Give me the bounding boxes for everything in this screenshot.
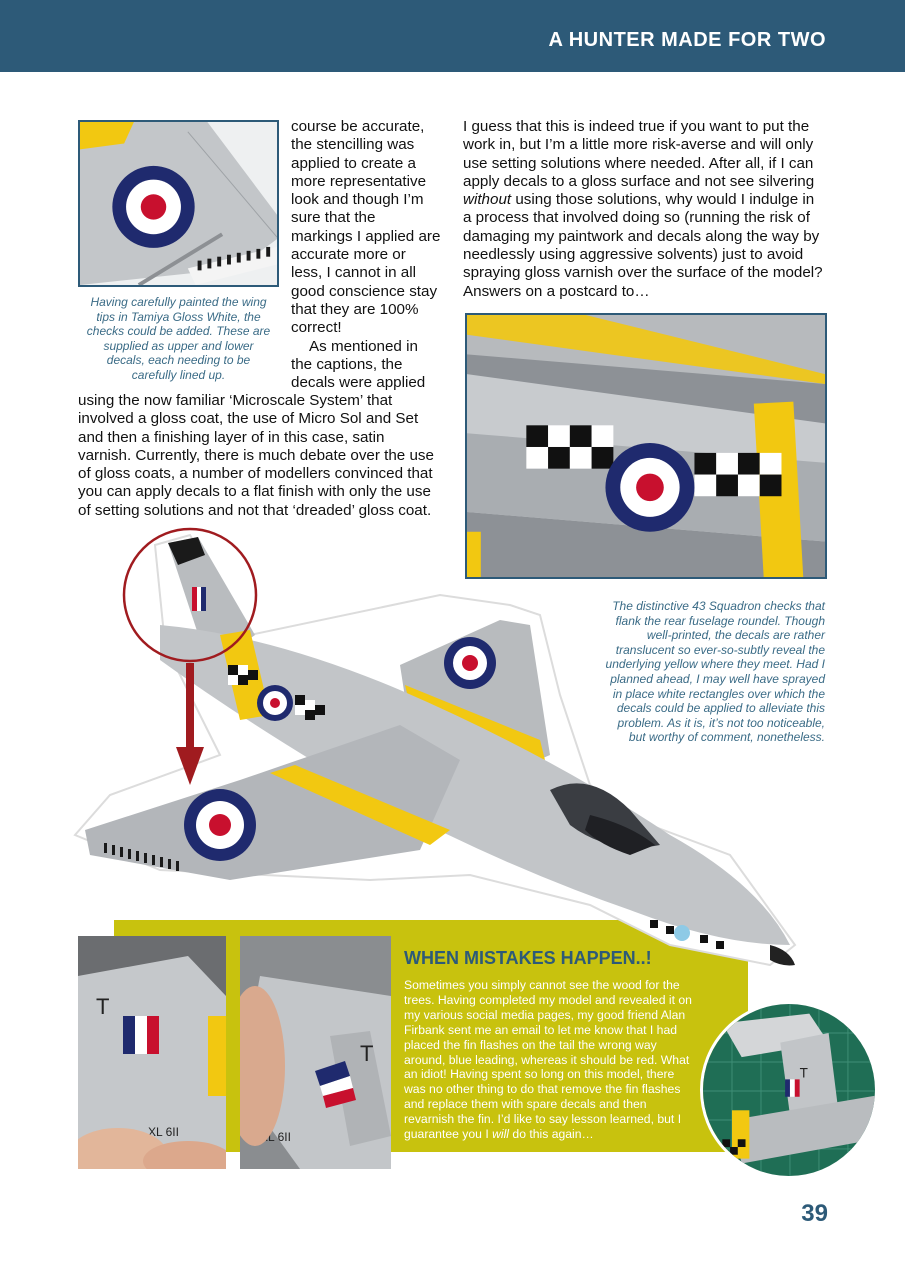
caption-line: planned ahead, I may well have sprayed (610, 671, 825, 686)
page-header-title: A HUNTER MADE FOR TWO (548, 29, 826, 51)
body-line-rest: using those solutions, why would I indul… (511, 191, 815, 209)
caption-line: decals, each needing to be (106, 353, 251, 368)
caption-line: decals could be applied to alleviate thi… (616, 701, 825, 716)
tail-letter: T (96, 994, 109, 1019)
caption-line: underlying yellow where they meet. Had I (605, 657, 825, 672)
mistakes-sidebar-title: WHEN MISTAKES HAPPEN..! (404, 948, 652, 968)
serial-number: XL 6II (148, 1125, 179, 1139)
body-line: the stencilling was (291, 136, 415, 154)
sidebar-line: Firbank sent me an email to let me know … (404, 1022, 677, 1037)
body-line: As mentioned in (309, 337, 418, 355)
caption-line: well-printed, the decals are rather (646, 628, 825, 643)
body-narrow-column: course be accurate, the stencilling was … (291, 118, 456, 392)
sidebar-line: was no other thing to do that remove the… (404, 1082, 681, 1097)
caption-line: flank the rear fuselage roundel. Though (615, 613, 825, 628)
caption-line: problem. As it is, it’s not too noticeab… (617, 715, 825, 730)
body-wide-column: using the now familiar ‘Microscale Syste… (78, 392, 453, 520)
body-line: accurate more or (291, 246, 406, 264)
body-line: using the now familiar ‘Microscale Syste… (78, 392, 393, 409)
caption-line: carefully lined up. (131, 367, 226, 382)
body-line: course be accurate, (291, 118, 425, 135)
body-line: varnish. Currently, there is much debate… (78, 446, 434, 464)
body-line: decals were applied (291, 374, 426, 392)
body-line: markings I applied are (291, 227, 441, 245)
sidebar-line: Sometimes you simply cannot see the wood… (404, 978, 680, 992)
body-line: damaging my paintwork and decals along t… (463, 227, 820, 245)
body-right-column: I guess that this is indeed true if you … (463, 118, 833, 301)
body-line: the captions, the (291, 355, 403, 373)
body-line: correct! (291, 319, 342, 337)
mistakes-sidebar-body: Sometimes you simply cannot see the wood… (404, 978, 702, 1142)
body-line: look and though I’m (291, 191, 424, 209)
caption-line: supplied as upper and lower (103, 338, 254, 353)
body-line: sure that the (291, 209, 376, 227)
emphasis-without: without (463, 191, 512, 209)
body-line: good conscience stay (291, 282, 438, 300)
fuselage-caption: The distinctive 43 Squadron checks that … (595, 599, 825, 745)
wingtip-caption: Having carefully painted the wing tips i… (78, 295, 279, 383)
caption-line: Having carefully painted the wing (90, 295, 267, 309)
sidebar-line: and replace them with spare decals and t… (404, 1097, 647, 1112)
sidebar-line: around, blue leading, whereas it should … (404, 1052, 690, 1067)
caption-line: in place white rectangles over which the (612, 686, 825, 701)
page-number: 39 (801, 1200, 828, 1227)
body-line: needlessly using aggressive solvents) ju… (463, 246, 804, 264)
body-line: less, I cannot in all (291, 264, 416, 282)
body-line: applied to create a (291, 154, 416, 172)
body-line: involved a gloss coat, the use of Micro … (78, 410, 419, 428)
tail-closeup-photo-a: T XL 6II (78, 936, 226, 1169)
checks-right (694, 452, 782, 497)
sidebar-line: revarnish the fin. I’d like to say lesso… (404, 1112, 682, 1127)
tail-letter-b: T (360, 1041, 373, 1066)
wingtip-photo (78, 120, 279, 287)
sidebar-line: placed the fin flashes on the tail the w… (404, 1037, 657, 1052)
sidebar-line: guarantee you I will do this again… (404, 1127, 702, 1142)
body-line: spraying gloss varnish over the surface … (463, 264, 823, 282)
body-line: of setting solutions and not that ‘dread… (78, 501, 432, 519)
body-line: more representative (291, 172, 427, 190)
body-line: work in, but I’m a little more risk-aver… (463, 136, 814, 154)
caption-line: tips in Tamiya Gloss White, the (96, 309, 261, 324)
body-line: you can apply decals to a flat finish wi… (78, 483, 431, 501)
checks-left (526, 425, 614, 469)
hunter-model-photo (70, 525, 805, 980)
body-line: Answers on a postcard to… (463, 282, 650, 300)
body-line: of gloss coats, a number of modellers co… (78, 465, 433, 483)
sidebar-line: my various social media pages, my good f… (404, 1007, 686, 1022)
sidebar-line-end: do this again… (509, 1127, 594, 1142)
body-line: use setting solutions where needed. Afte… (463, 154, 814, 172)
body-line: and then a finishing layer of in this ca… (78, 428, 385, 446)
emphasis-will: will (492, 1127, 510, 1142)
caption-line: translucent so ever-so-subtly reveal the (615, 642, 825, 657)
caption-line: The distinctive 43 Squadron checks that (612, 599, 825, 613)
body-line: without using those solutions, why would… (463, 191, 833, 209)
sidebar-line: an idiot! Having spent so long on this m… (404, 1067, 675, 1082)
body-line: I guess that this is indeed true if you … (463, 118, 810, 135)
tail-letter-c: T (800, 1065, 808, 1080)
tail-circle-photo: T (700, 1001, 878, 1179)
body-line: apply decals to a gloss surface and not … (463, 172, 815, 190)
body-line: that they are 100% (291, 300, 419, 318)
header-band (0, 0, 905, 72)
body-line: a process that involved doing so (runnin… (463, 209, 810, 227)
caption-line: but worthy of comment, nonetheless. (628, 730, 825, 745)
tail-closeup-photo-b: T XL 6II (240, 936, 391, 1169)
sidebar-line-start: guarantee you I (404, 1127, 493, 1142)
sidebar-line: trees. Having completed my model and rev… (404, 992, 692, 1007)
caption-line: checks could be added. These are (86, 324, 271, 339)
fuselage-photo (465, 313, 827, 579)
